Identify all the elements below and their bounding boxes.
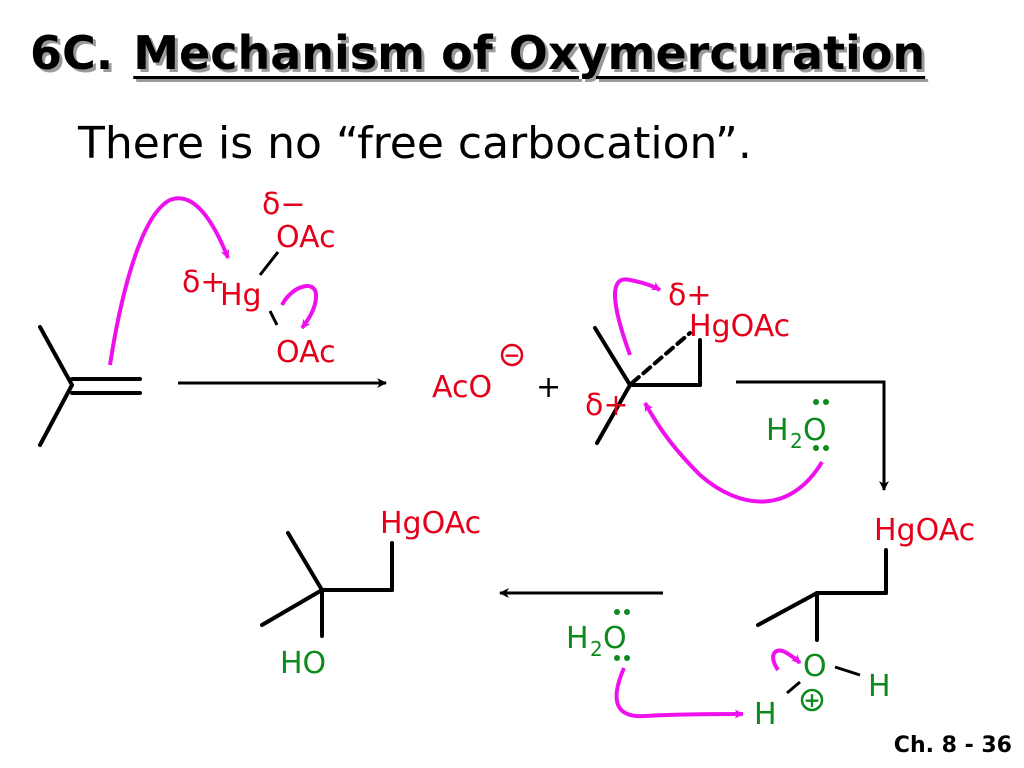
- slide-title: 6C. Mechanism of Oxymercuration: [30, 26, 925, 80]
- oxonium-intermediate: HgOAc O H H +: [754, 513, 975, 732]
- positive-charge-sign: +: [804, 688, 821, 712]
- isobutylene: [38, 325, 142, 447]
- svg-text:O: O: [603, 621, 627, 656]
- svg-text:2: 2: [590, 637, 603, 661]
- acetate-ion: AcO −: [432, 343, 524, 405]
- oac-top-label: OAc: [276, 220, 336, 255]
- water-nucleophile-1: H 2 O: [766, 399, 829, 453]
- svg-text:O: O: [803, 413, 827, 448]
- svg-text:2: 2: [790, 429, 803, 453]
- plus-sign: +: [536, 370, 561, 405]
- delta-plus-label: δ+: [182, 265, 226, 300]
- hgoac-label-1: HgOAc: [689, 309, 790, 344]
- mercurinium-intermediate: δ+ δ+ HgOAc: [585, 278, 790, 445]
- oxonium-h-left: H: [754, 697, 777, 732]
- curved-arrow-deprotonation: [614, 667, 744, 719]
- curved-arrow-oh-bond: [771, 648, 802, 672]
- oxonium-o-label: O: [803, 649, 827, 684]
- aco-label: AcO: [432, 370, 492, 405]
- reaction-arrow-2: [736, 380, 889, 491]
- hgoac-label-3: HgOAc: [380, 506, 481, 541]
- curved-arrow-water-attack: [643, 402, 824, 504]
- mercuric-acetate: δ− OAc δ+ Hg OAc: [182, 187, 336, 370]
- ho-label: HO: [280, 646, 326, 681]
- negative-charge-circle: [500, 343, 524, 367]
- oac-bottom-label: OAc: [276, 335, 336, 370]
- water-base-2: H 2 O: [566, 609, 630, 661]
- page-number: Ch. 8 - 36: [893, 733, 1012, 758]
- hg-label: Hg: [220, 278, 262, 313]
- organomercury-alcohol-product: HgOAc HO: [260, 506, 481, 681]
- positive-charge-circle: [800, 688, 824, 712]
- delta-plus-hg-label: δ+: [668, 278, 712, 313]
- subtitle: There is no “free carbocation”.: [78, 118, 752, 169]
- section-number: 6C.: [30, 26, 114, 80]
- delta-plus-carbon-label: δ+: [585, 388, 629, 423]
- hgoac-label-2: HgOAc: [874, 513, 975, 548]
- negative-charge-sign: −: [504, 343, 521, 367]
- curved-arrow-hg-oac-bond: [280, 284, 319, 330]
- svg-text:H: H: [566, 621, 589, 656]
- title-text: Mechanism of Oxymercuration: [133, 26, 926, 80]
- svg-text:H: H: [766, 413, 789, 448]
- delta-minus-label: δ−: [262, 187, 306, 222]
- curved-arrow-pi-to-hg: [108, 196, 230, 366]
- curved-arrow-bond-to-hg: [613, 277, 662, 356]
- oxonium-h-right: H: [868, 669, 891, 704]
